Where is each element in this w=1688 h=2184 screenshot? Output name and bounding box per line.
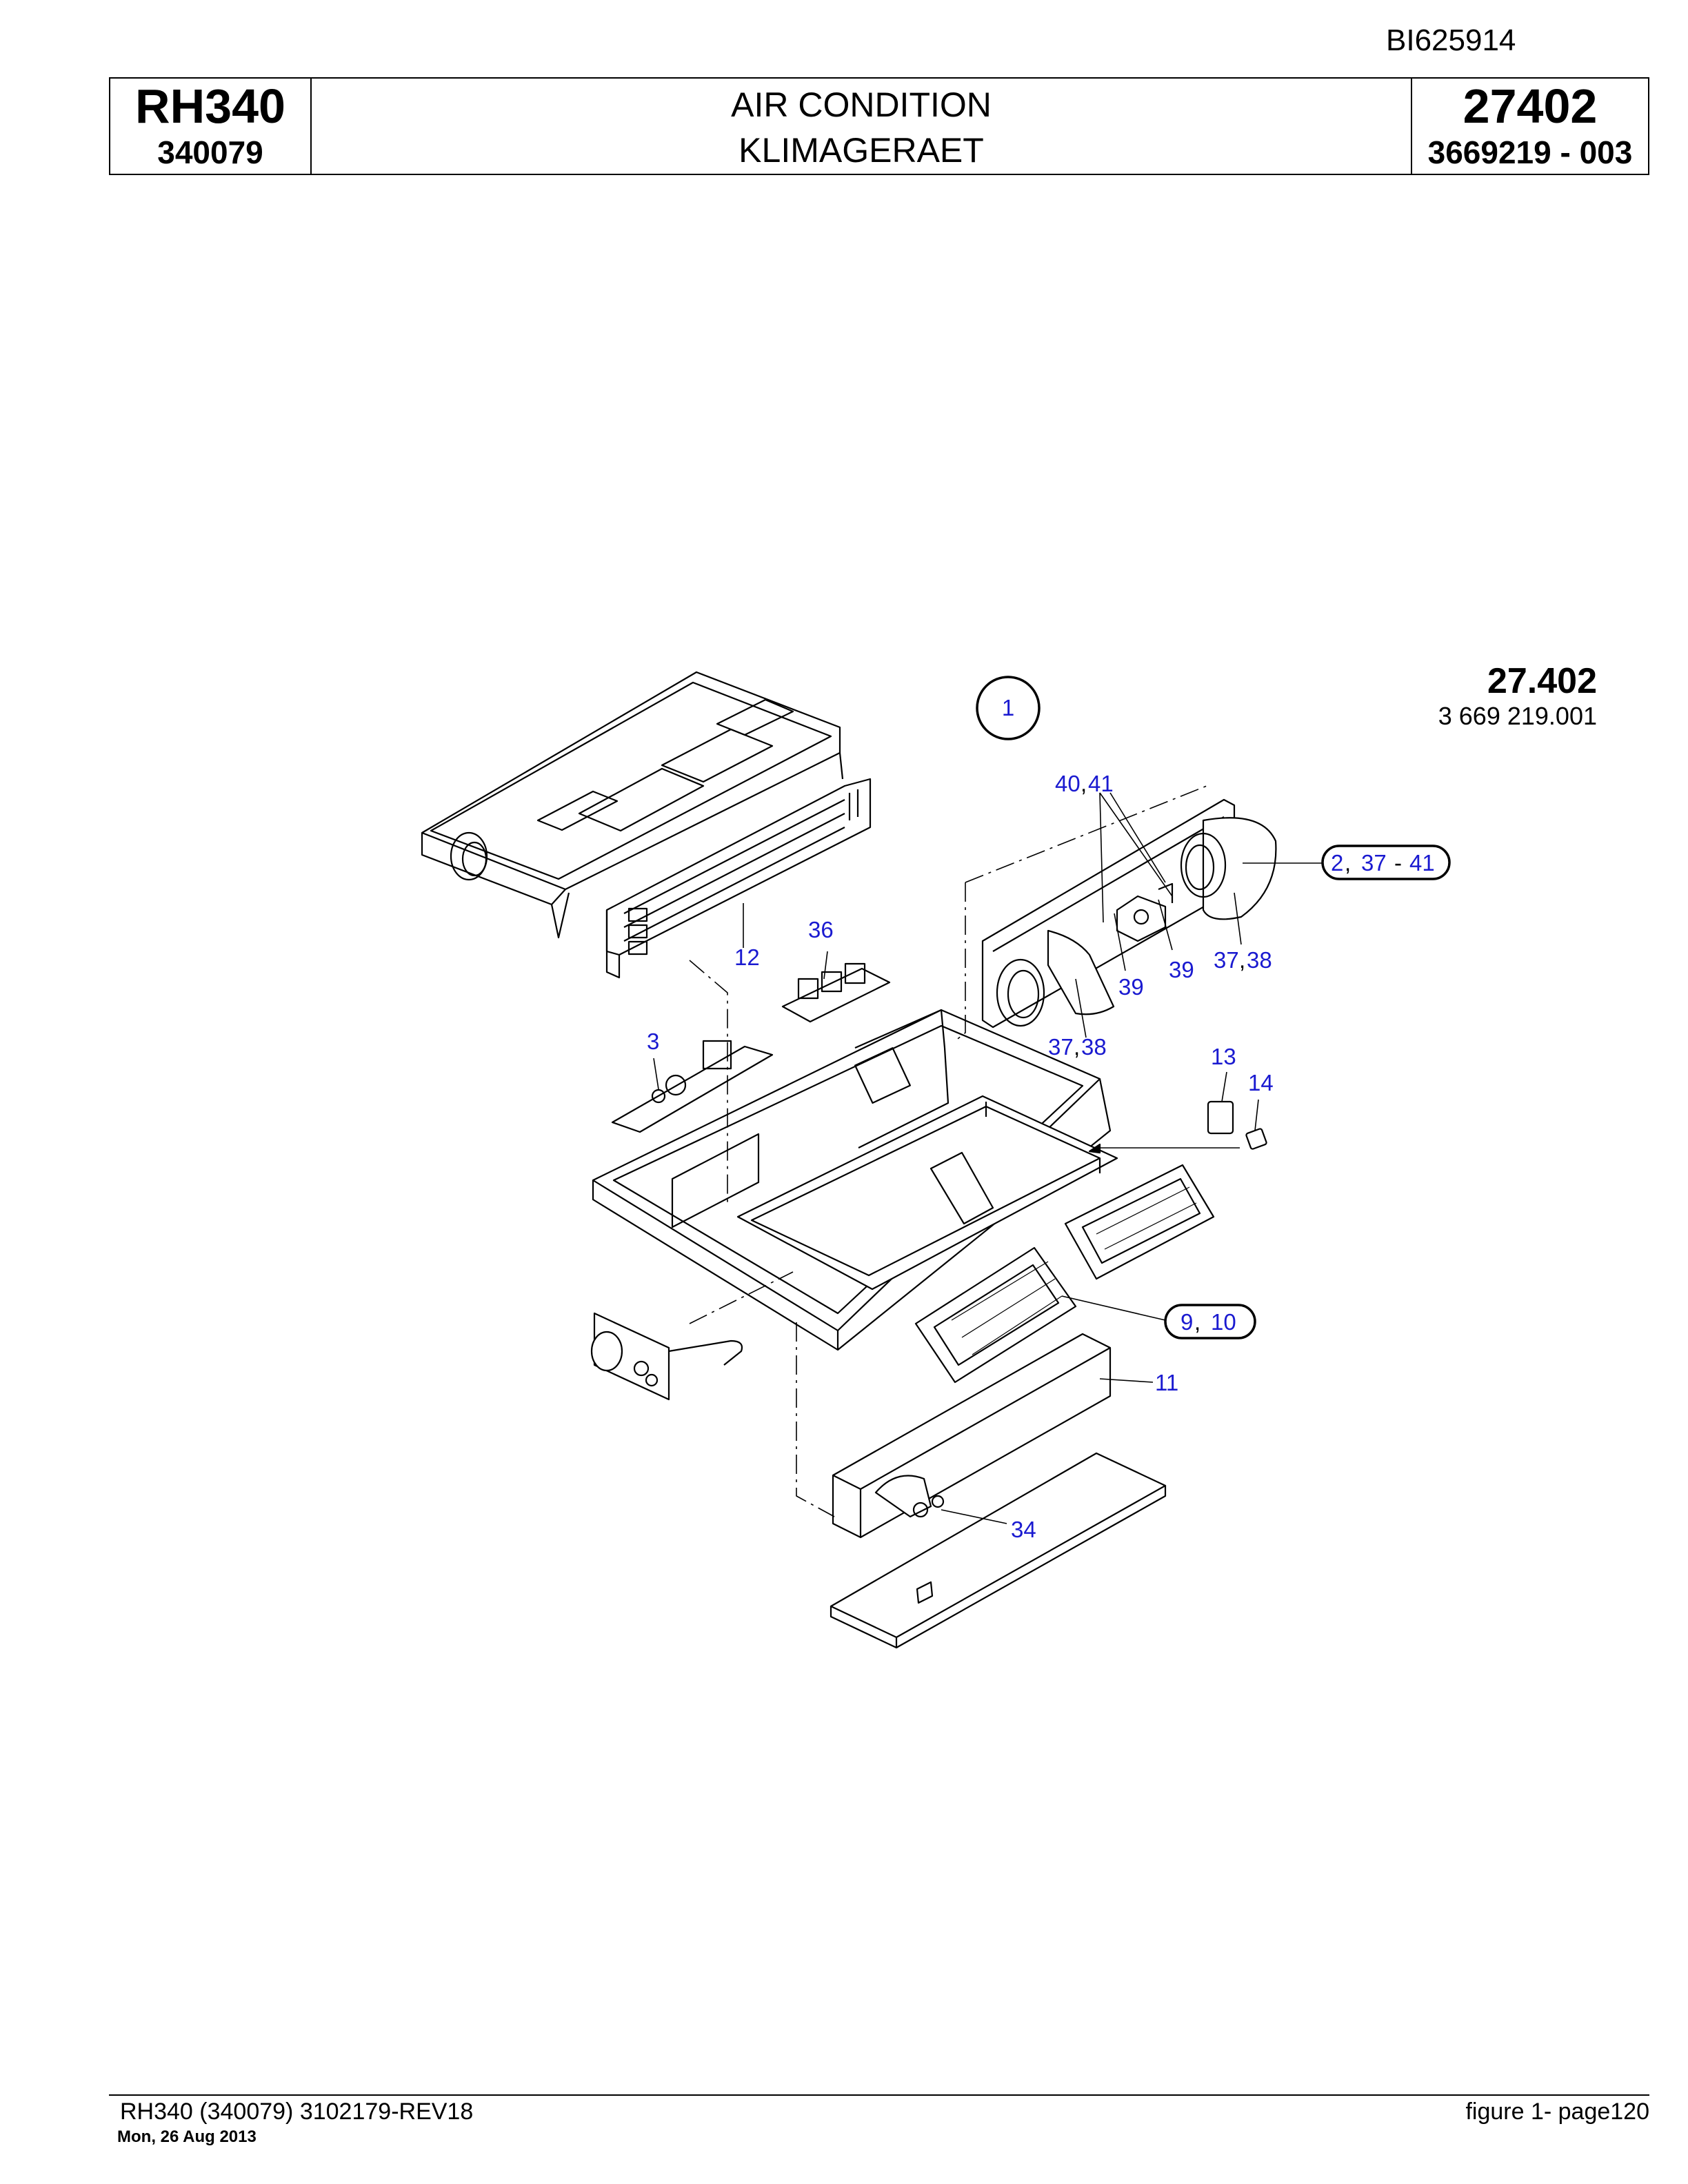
header-part-number: 3669219 - 003 bbox=[1427, 134, 1633, 170]
grilles-drawing bbox=[914, 1164, 1215, 1384]
callout-13: 13 bbox=[1211, 1044, 1236, 1069]
callout-sep-40: , bbox=[1081, 771, 1087, 796]
leader-lines bbox=[653, 792, 1323, 1524]
footer-page-ref: figure 1- page120 bbox=[1465, 2099, 1649, 2125]
heater-core-drawing bbox=[832, 1333, 1112, 1539]
top-cover-drawing bbox=[421, 671, 844, 939]
switch-plate-drawing bbox=[611, 1040, 774, 1133]
callout-39-right: 39 bbox=[1169, 957, 1194, 982]
fan-assembly-drawing bbox=[981, 798, 1277, 1029]
heater-element-drawing bbox=[605, 778, 872, 979]
callout-37: 37 bbox=[1361, 850, 1387, 876]
relay-board-drawing bbox=[781, 962, 891, 1023]
serial-number: 340079 bbox=[157, 134, 263, 170]
section-number: 27402 bbox=[1463, 79, 1598, 133]
figure-number: 27.402 bbox=[1487, 661, 1597, 701]
callout-36: 36 bbox=[808, 917, 834, 942]
main-frame-drawing bbox=[592, 1009, 1118, 1351]
bottom-plate-drawing bbox=[830, 1452, 1167, 1649]
section-cell: 27402 3669219 - 003 bbox=[1412, 79, 1648, 174]
callout-41-range: 41 bbox=[1409, 850, 1435, 876]
figure-part-number: 3 669 219.001 bbox=[1438, 702, 1597, 730]
callout-38-lower: 38 bbox=[1081, 1034, 1107, 1060]
footer-divider bbox=[109, 2094, 1649, 2096]
callout-range-dash: - bbox=[1394, 850, 1402, 876]
document-id: BI625914 bbox=[1386, 23, 1516, 57]
callout-39-left: 39 bbox=[1118, 974, 1144, 1000]
callout-pill-2-37-41 bbox=[1321, 845, 1451, 880]
callout-2: 2 bbox=[1331, 850, 1343, 876]
callout-14: 14 bbox=[1248, 1070, 1274, 1095]
footer-date: Mon, 26 Aug 2013 bbox=[117, 2127, 257, 2146]
callout-38-upper: 38 bbox=[1247, 947, 1272, 973]
callout-10: 10 bbox=[1211, 1309, 1236, 1335]
title-cell: AIR CONDITION KLIMAGERAET bbox=[312, 79, 1412, 174]
callout-sep-37-upper: , bbox=[1239, 947, 1245, 973]
callout-circle-1 bbox=[976, 676, 1041, 740]
callout-1: 1 bbox=[1002, 695, 1014, 720]
callout-sep-9: , bbox=[1194, 1309, 1200, 1335]
callout-3: 3 bbox=[647, 1029, 659, 1054]
callout-40: 40 bbox=[1055, 771, 1081, 796]
callout-sep-2: , bbox=[1345, 850, 1351, 876]
callout-34: 34 bbox=[1011, 1517, 1036, 1542]
callout-sep-37-lower: , bbox=[1074, 1034, 1080, 1060]
sensor-parts-drawing bbox=[1207, 1100, 1267, 1150]
callout-pill-9-10 bbox=[1164, 1304, 1256, 1339]
title-block: RH340 340079 AIR CONDITION KLIMAGERAET 2… bbox=[109, 77, 1649, 175]
footer-document-ref: RH340 (340079) 3102179-REV18 bbox=[120, 2099, 474, 2125]
callout-37-upper: 37 bbox=[1214, 947, 1239, 973]
callout-41: 41 bbox=[1088, 771, 1114, 796]
model-cell: RH340 340079 bbox=[110, 79, 312, 174]
callout-37-lower: 37 bbox=[1048, 1034, 1074, 1060]
callout-12: 12 bbox=[734, 944, 760, 970]
connection-plate-drawing bbox=[590, 1312, 743, 1401]
callout-9: 9 bbox=[1180, 1309, 1193, 1335]
title-english: AIR CONDITION bbox=[731, 85, 992, 124]
assembly-lines bbox=[689, 785, 1207, 1517]
title-german: KLIMAGERAET bbox=[738, 131, 984, 170]
model-name: RH340 bbox=[135, 79, 285, 133]
callout-11: 11 bbox=[1155, 1370, 1178, 1395]
